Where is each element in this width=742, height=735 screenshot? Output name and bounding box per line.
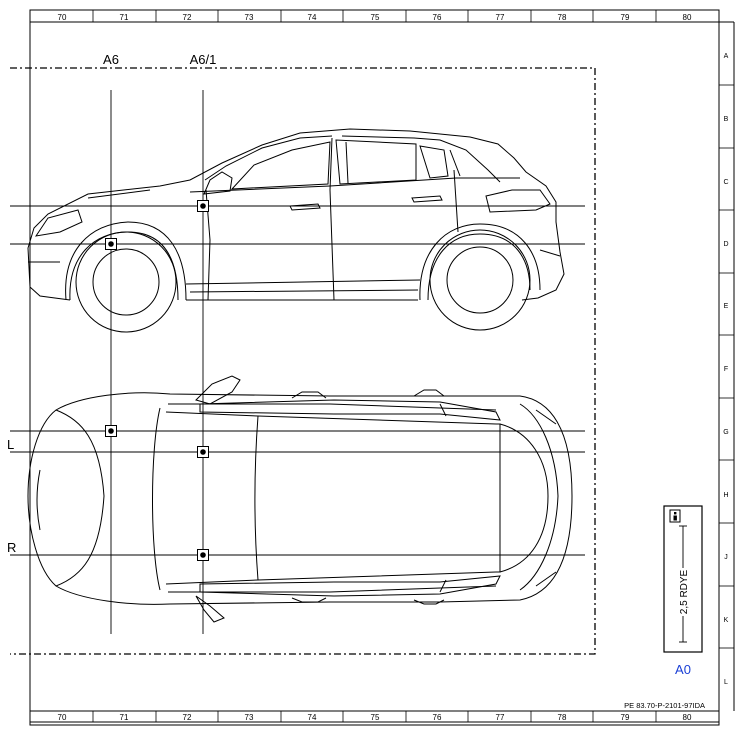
column-label: 72 <box>183 13 192 22</box>
column-label: 74 <box>308 713 317 722</box>
column-label: 71 <box>120 713 129 722</box>
column-label: 78 <box>558 13 567 22</box>
column-label: 79 <box>621 13 630 22</box>
column-label: 73 <box>245 713 254 722</box>
drawing-frame <box>29 9 735 726</box>
info-box-label: 2,5 RDYE <box>679 569 690 614</box>
column-label: 79 <box>621 713 630 722</box>
area-boundary-dashed <box>10 67 596 655</box>
row-label: E <box>724 303 729 310</box>
column-dividers <box>92 10 657 722</box>
section-label-a6: A6 <box>103 52 119 67</box>
info-box: 2,5 RDYE <box>663 505 703 653</box>
row-label: L <box>724 679 728 686</box>
column-label: 75 <box>371 13 380 22</box>
measuring-point-marker <box>197 446 209 458</box>
document-reference: PE 83.70-P-2101-97IDA <box>624 701 705 710</box>
column-labels-top: 70 71 72 73 74 75 76 77 78 79 80 <box>58 13 692 22</box>
column-label: 70 <box>58 713 67 722</box>
column-label: 76 <box>433 713 442 722</box>
column-label: 72 <box>183 713 192 722</box>
measuring-point-marker <box>105 425 117 437</box>
row-label: D <box>723 241 728 248</box>
row-label: C <box>723 179 728 186</box>
variant-code: A0 <box>675 662 691 677</box>
column-label: 76 <box>433 13 442 22</box>
column-label: 73 <box>245 13 254 22</box>
column-label: 77 <box>496 713 505 722</box>
row-label: J <box>724 554 728 561</box>
side-label-right: R <box>7 540 16 555</box>
row-dividers <box>719 84 734 649</box>
side-label-left: L <box>7 437 14 452</box>
row-label: F <box>724 366 728 373</box>
column-label: 80 <box>683 713 692 722</box>
info-icon <box>669 509 681 523</box>
column-label: 75 <box>371 713 380 722</box>
column-label: 71 <box>120 13 129 22</box>
column-label: 80 <box>683 13 692 22</box>
column-label: 78 <box>558 713 567 722</box>
car-side-view <box>27 128 565 333</box>
measuring-point-marker <box>105 238 117 250</box>
row-label: B <box>724 116 729 123</box>
measuring-points <box>105 200 209 561</box>
row-label: K <box>724 617 729 624</box>
column-label: 70 <box>58 13 67 22</box>
section-label-a6-1: A6/1 <box>190 52 217 67</box>
row-label: H <box>723 492 728 499</box>
row-label: G <box>723 429 728 436</box>
reference-lines <box>10 90 585 634</box>
measuring-point-marker <box>197 200 209 212</box>
car-top-view <box>27 375 573 623</box>
row-labels: A B C D E F G H J K L <box>723 53 728 686</box>
column-label: 77 <box>496 13 505 22</box>
column-labels-bottom: 70 71 72 73 74 75 76 77 78 79 80 <box>58 713 692 722</box>
column-label: 74 <box>308 13 317 22</box>
measuring-point-marker <box>197 549 209 561</box>
row-label: A <box>724 53 729 60</box>
